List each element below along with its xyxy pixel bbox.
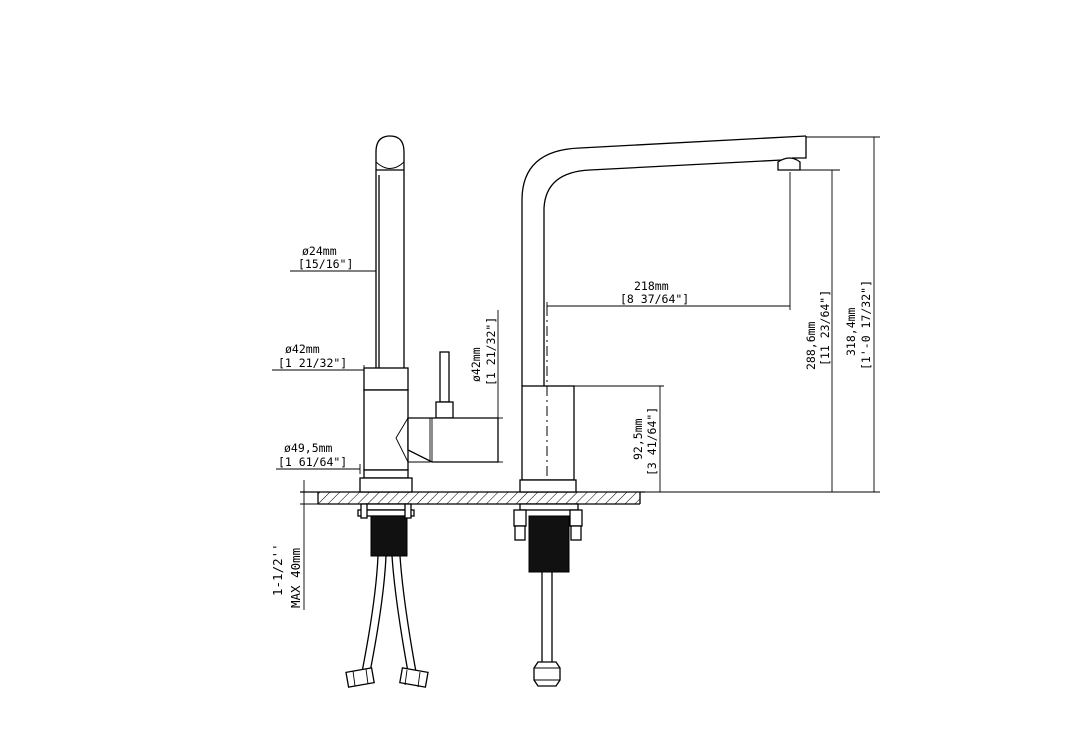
front-view-faucet <box>513 135 807 687</box>
spout-reach-mm: 218mm <box>634 279 669 293</box>
overall-height-mm: 318,4mm <box>844 307 858 356</box>
base-diameter-inch: [1 61/64"] <box>278 455 347 469</box>
side-view-faucet <box>345 135 499 688</box>
base-diameter-mm: ø49,5mm <box>284 441 333 455</box>
outlet-height-inch: [11 23/64"] <box>818 290 832 366</box>
overall-height-inch: [1'-0 17/32"] <box>859 280 873 370</box>
dimension-lines <box>272 136 880 610</box>
outlet-height-mm: 288,6mm <box>804 321 818 370</box>
spout-diameter-mm: ø24mm <box>302 244 337 258</box>
body-diameter-mm: ø42mm <box>285 342 320 356</box>
body-diameter-inch: [1 21/32"] <box>278 356 347 370</box>
dimension-labels: ø24mm [15/16"] ø42mm [1 21/32"] ø49,5mm … <box>270 244 873 608</box>
deck-thickness-max: MAX 40mm <box>288 548 303 608</box>
body-height-inch: [3 41/64"] <box>645 407 659 476</box>
handle-diameter-inch: [1 21/32"] <box>484 317 498 386</box>
countertop-deck <box>300 491 645 505</box>
spout-reach-inch: [8 37/64"] <box>620 292 689 306</box>
handle-diameter-mm: ø42mm <box>469 347 483 382</box>
spout-diameter-inch: [15/16"] <box>298 257 353 271</box>
deck-thickness-inch: 1-1/2'' <box>270 543 285 596</box>
body-height-mm: 92,5mm <box>631 418 645 460</box>
